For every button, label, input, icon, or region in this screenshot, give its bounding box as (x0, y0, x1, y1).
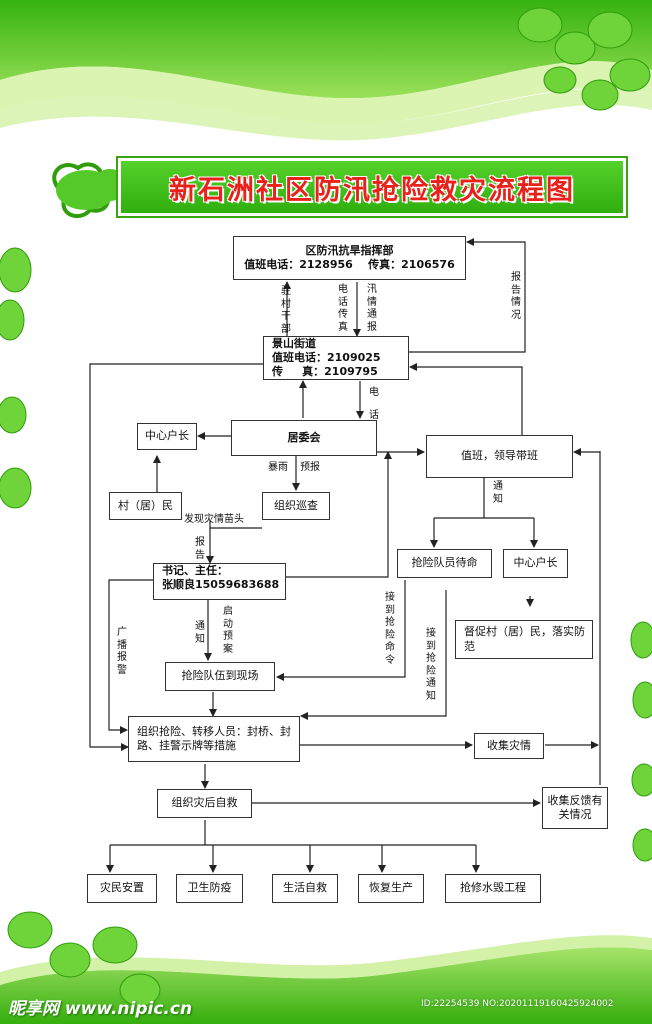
watermark-logo: 昵享网 www.nipic.cn (8, 999, 193, 1019)
label-receive-order: 接到抢险命令 (385, 592, 395, 666)
jingshan-fax: 传 真：2109795 (272, 365, 378, 379)
label-report-situation: 报告情况 (511, 272, 521, 321)
node-rescue-standby: 抢险队员待命 (397, 549, 492, 578)
node-secretary: 书记、主任： 张顺良15059683688 (153, 563, 286, 600)
node-supervise: 督促村（居）民，落实防范 (455, 620, 593, 659)
node-flood-hq: 区防汛抗旱指挥部 值班电话：2128956 传真：2106576 (233, 236, 466, 280)
hq-contact: 值班电话：2128956 传真：2106576 (244, 258, 454, 272)
title-banner: 新石洲社区防汛抢险救灾流程图 (118, 158, 626, 216)
node-residents-committee: 居委会 (231, 420, 377, 456)
jingshan-fax-label: 传 (272, 365, 283, 379)
node-jingshan-street: 景山街道 值班电话：2109025 传 真：2109795 (263, 336, 409, 380)
label-rainstorm: 暴雨 (268, 462, 288, 473)
outcome-resume-production: 恢复生产 (358, 874, 424, 903)
node-center-household-2: 中心户长 (503, 549, 568, 578)
label-find-disaster: 发现灾情苗头 (184, 514, 244, 525)
secretary-title: 书记、主任： (162, 564, 228, 577)
label-flood-report: 汛情通报 (367, 284, 377, 333)
label-notify-secretary: 通知 (195, 621, 205, 645)
hq-name: 区防汛抗旱指挥部 (305, 243, 394, 257)
jingshan-name: 景山街道 (272, 336, 316, 350)
watermark-id: ID:22254539 NO:20201119160425924002 (421, 999, 614, 1009)
outcome-resettlement: 灾民安置 (87, 874, 157, 903)
jingshan-fax-value: 真：2109795 (302, 365, 378, 379)
secretary-contact: 张顺良15059683688 (162, 578, 280, 592)
arrow-report-up (408, 238, 526, 353)
node-patrol: 组织巡查 (262, 492, 330, 520)
node-organize-rescue: 组织抢险、转移人员：封桥、封路、挂警示牌等措施 (128, 716, 300, 762)
hq-phone: 值班电话：2128956 (244, 258, 353, 271)
node-collect-disaster: 收集灾情 (474, 733, 544, 759)
outcome-self-help: 生活自救 (272, 874, 338, 903)
hq-fax: 传真：2106576 (368, 258, 455, 271)
label-phone: 电话 (369, 387, 379, 421)
node-team-arrive: 抢险队伍到现场 (165, 662, 275, 691)
label-report: 报告 (195, 537, 205, 561)
page-title: 新石洲社区防汛抢险救灾流程图 (169, 174, 575, 206)
outcome-repair-works: 抢修水毁工程 (445, 874, 541, 903)
label-phone-fax: 电话传真 (338, 284, 348, 333)
node-duty-leader: 值班，领导带班 (426, 435, 573, 478)
label-notify-duty: 通知 (493, 481, 503, 505)
jingshan-phone: 值班电话：2109025 (272, 350, 381, 364)
node-collect-feedback: 收集反馈有关情况 (542, 787, 608, 829)
label-start-plan: 启动预案 (223, 606, 233, 655)
node-villager: 村（居）民 (109, 492, 182, 520)
label-receive-notice: 接到抢险通知 (426, 628, 436, 702)
outcome-epidemic-prevention: 卫生防疫 (176, 874, 243, 903)
label-forecast: 预报 (300, 462, 320, 473)
label-broadcast-alarm: 广播报警 (117, 627, 127, 676)
node-center-household-1: 中心户长 (137, 423, 197, 450)
label-village-cadre: 驻村干部 (281, 286, 291, 335)
node-self-rescue: 组织灾后自救 (157, 789, 252, 818)
